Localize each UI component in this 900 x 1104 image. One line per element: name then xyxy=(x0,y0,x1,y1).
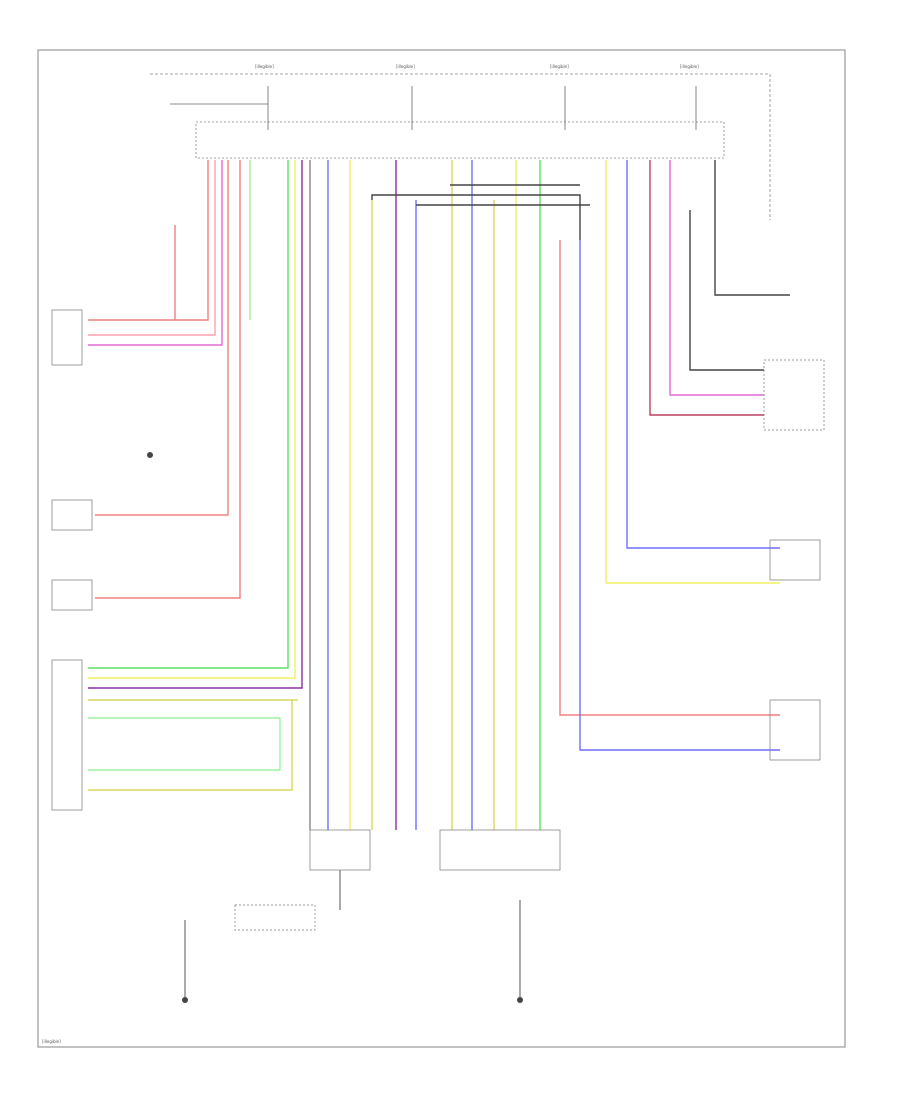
wire xyxy=(88,700,293,791)
junction-block xyxy=(195,121,725,159)
wire xyxy=(689,210,764,371)
ground-symbol xyxy=(517,997,523,1003)
wire xyxy=(88,160,289,669)
ground-symbol xyxy=(147,452,153,458)
svg-text:[illegible]: [illegible] xyxy=(255,64,274,69)
bottom-switches xyxy=(234,829,561,931)
wire xyxy=(88,718,281,771)
diagram-border xyxy=(37,49,846,1048)
wire xyxy=(88,160,223,346)
wire xyxy=(649,160,764,416)
wire xyxy=(95,160,229,516)
wire xyxy=(579,240,780,751)
wire xyxy=(88,160,296,679)
wire-harness xyxy=(88,160,790,1000)
right-components xyxy=(763,359,825,761)
wire xyxy=(95,160,241,599)
wire xyxy=(88,160,209,321)
footer-code: [illegible] xyxy=(42,1039,61,1044)
wire xyxy=(669,160,764,396)
wire xyxy=(714,160,790,296)
wire xyxy=(626,160,780,549)
left-components xyxy=(51,309,523,1003)
wire xyxy=(605,160,780,584)
ground-symbol xyxy=(182,997,188,1003)
svg-text:[illegible]: [illegible] xyxy=(396,64,415,69)
wire xyxy=(88,160,303,689)
wire xyxy=(371,194,581,240)
svg-text:[illegible]: [illegible] xyxy=(680,64,699,69)
fuse-group: [illegible] [illegible] [illegible] [ill… xyxy=(255,64,699,130)
wire xyxy=(559,240,780,716)
svg-text:[illegible]: [illegible] xyxy=(550,64,569,69)
wire xyxy=(88,160,216,336)
